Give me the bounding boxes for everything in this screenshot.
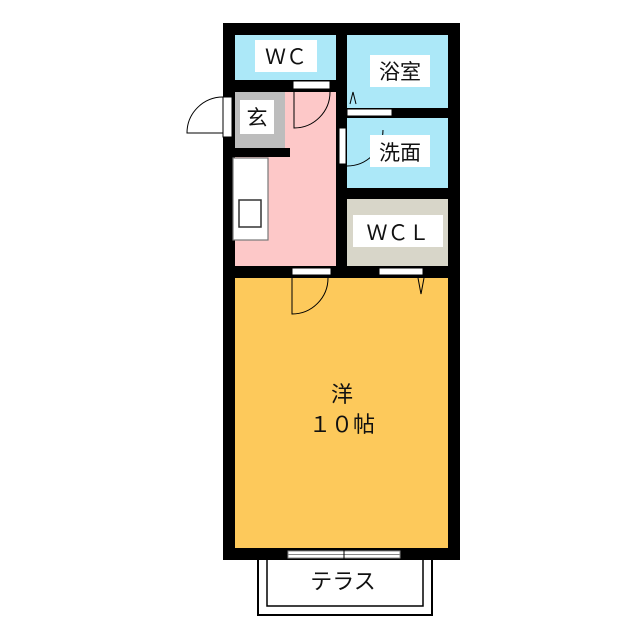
label-washroom: 洗面 [379, 141, 421, 165]
label-wcl: ＷＣＬ [367, 221, 430, 245]
label-wc: ＷＣ [265, 45, 307, 69]
label-bath: 浴室 [379, 60, 421, 84]
label-genkan: 玄 [247, 106, 268, 130]
label-western-size: １０帖 [309, 413, 375, 438]
label-western: 洋 [331, 383, 353, 408]
terrace-outline [257, 560, 433, 616]
doors [186, 80, 425, 315]
wall-genkan [223, 148, 290, 157]
label-terrace: テラス [310, 570, 376, 595]
window [287, 549, 401, 560]
room-western [235, 278, 448, 548]
sink [238, 199, 262, 228]
terrace-inner [266, 560, 424, 607]
